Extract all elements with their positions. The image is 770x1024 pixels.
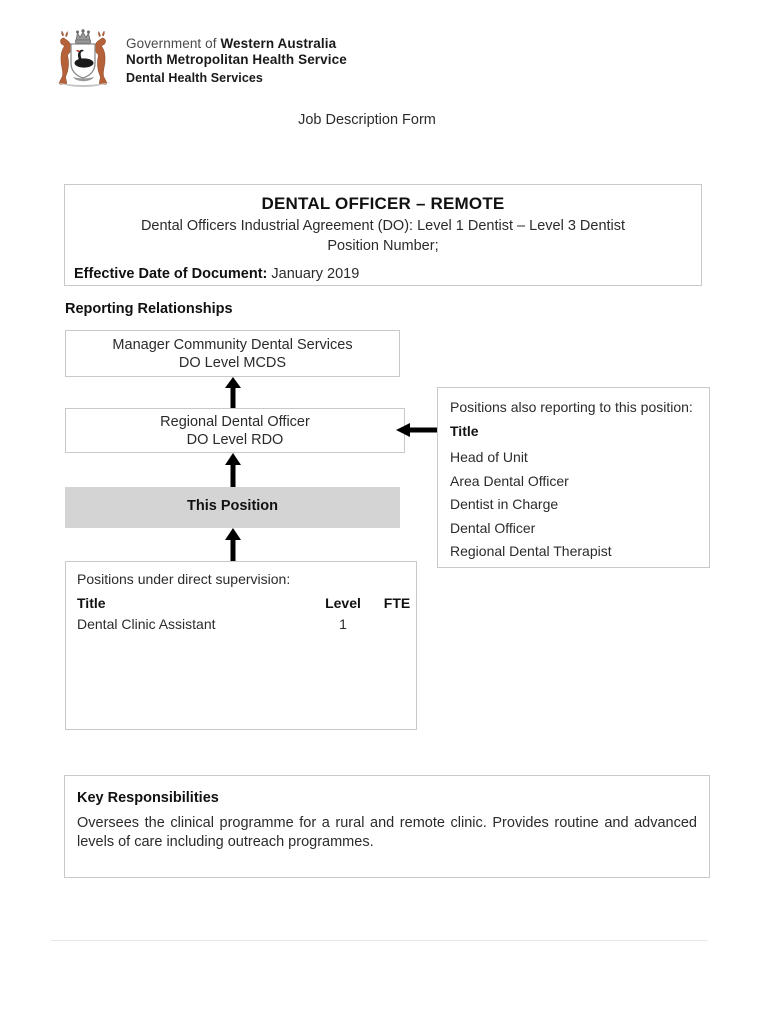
government-line: Government of Western Australia bbox=[126, 36, 337, 51]
arrow-up-to-regional-dental-officer-icon bbox=[225, 453, 241, 487]
list-item: Dental Officer bbox=[450, 519, 536, 536]
document-kind-label: Job Description Form bbox=[298, 112, 436, 128]
column-header-title: Title bbox=[77, 595, 106, 611]
government-branding: Government of Western Australia North Me… bbox=[126, 36, 347, 87]
key-responsibilities-body: Oversees the clinical programme for a ru… bbox=[77, 815, 697, 850]
org-node-regional-dental-officer: Regional Dental Officer DO Level RDO bbox=[65, 408, 405, 453]
subordinates-intro: Positions under direct supervision: bbox=[77, 571, 291, 587]
list-item: Regional Dental Therapist bbox=[450, 543, 612, 559]
effective-date: Effective Date of Document: January 2019 bbox=[74, 266, 359, 282]
reporting-relationships-heading: Reporting Relationships bbox=[65, 301, 233, 317]
effective-date-label: Effective Date of Document: bbox=[74, 266, 268, 282]
wa-coat-of-arms-icon bbox=[49, 27, 117, 91]
list-item: Dentist in Charge bbox=[450, 496, 559, 512]
positions-also-reporting-box: Positions also reporting to this positio… bbox=[437, 387, 710, 568]
also-reporting-list: Head of Unit Area Dental Officer Dentist… bbox=[450, 446, 701, 564]
list-item: Area Dental Officer bbox=[450, 472, 569, 489]
key-responsibilities-box: Key Responsibilities Oversees the clinic… bbox=[64, 775, 710, 878]
org-node-text: Regional Dental Officer DO Level RDO bbox=[160, 414, 310, 448]
org-node-text: Manager Community Dental Services DO Lev… bbox=[112, 337, 353, 371]
this-position-label: This Position bbox=[186, 498, 279, 514]
also-reporting-intro: Positions also reporting to this positio… bbox=[450, 399, 693, 415]
arrow-up-to-this-position-icon bbox=[225, 528, 241, 561]
org-node-manager-community-dental-services: Manager Community Dental Services DO Lev… bbox=[65, 330, 400, 377]
title-block: DENTAL OFFICER – REMOTE Dental Officers … bbox=[64, 184, 702, 286]
list-item: Head of Unit bbox=[450, 449, 528, 465]
agency-name: North Metropolitan Health Service bbox=[126, 51, 347, 67]
arrow-up-to-manager-icon bbox=[225, 377, 241, 408]
column-header-fte: FTE bbox=[383, 595, 411, 611]
arrow-left-to-regional-dental-officer-icon bbox=[396, 423, 440, 437]
table-row: Dental Clinic Assistant 1 bbox=[77, 616, 406, 637]
table-header-row: Title Level FTE bbox=[77, 595, 410, 616]
subordinates-table: Title Level FTE Dental Clinic Assistant … bbox=[77, 595, 410, 637]
division-name: Dental Health Services bbox=[126, 71, 263, 85]
footer-divider bbox=[51, 940, 708, 941]
position-number: Position Number; bbox=[327, 238, 439, 254]
positions-under-supervision-box: Positions under direct supervision: Titl… bbox=[65, 561, 417, 730]
also-reporting-column-header: Title bbox=[450, 423, 479, 439]
cell-title: Dental Clinic Assistant bbox=[77, 616, 216, 632]
org-node-this-position: This Position bbox=[65, 487, 400, 528]
cell-level: 1 bbox=[339, 616, 347, 632]
page-title: DENTAL OFFICER – REMOTE bbox=[261, 194, 505, 213]
effective-date-value: January 2019 bbox=[271, 266, 360, 282]
column-header-level: Level bbox=[325, 595, 361, 611]
key-responsibilities-heading: Key Responsibilities bbox=[77, 790, 219, 806]
award-line: Dental Officers Industrial Agreement (DO… bbox=[140, 218, 626, 234]
